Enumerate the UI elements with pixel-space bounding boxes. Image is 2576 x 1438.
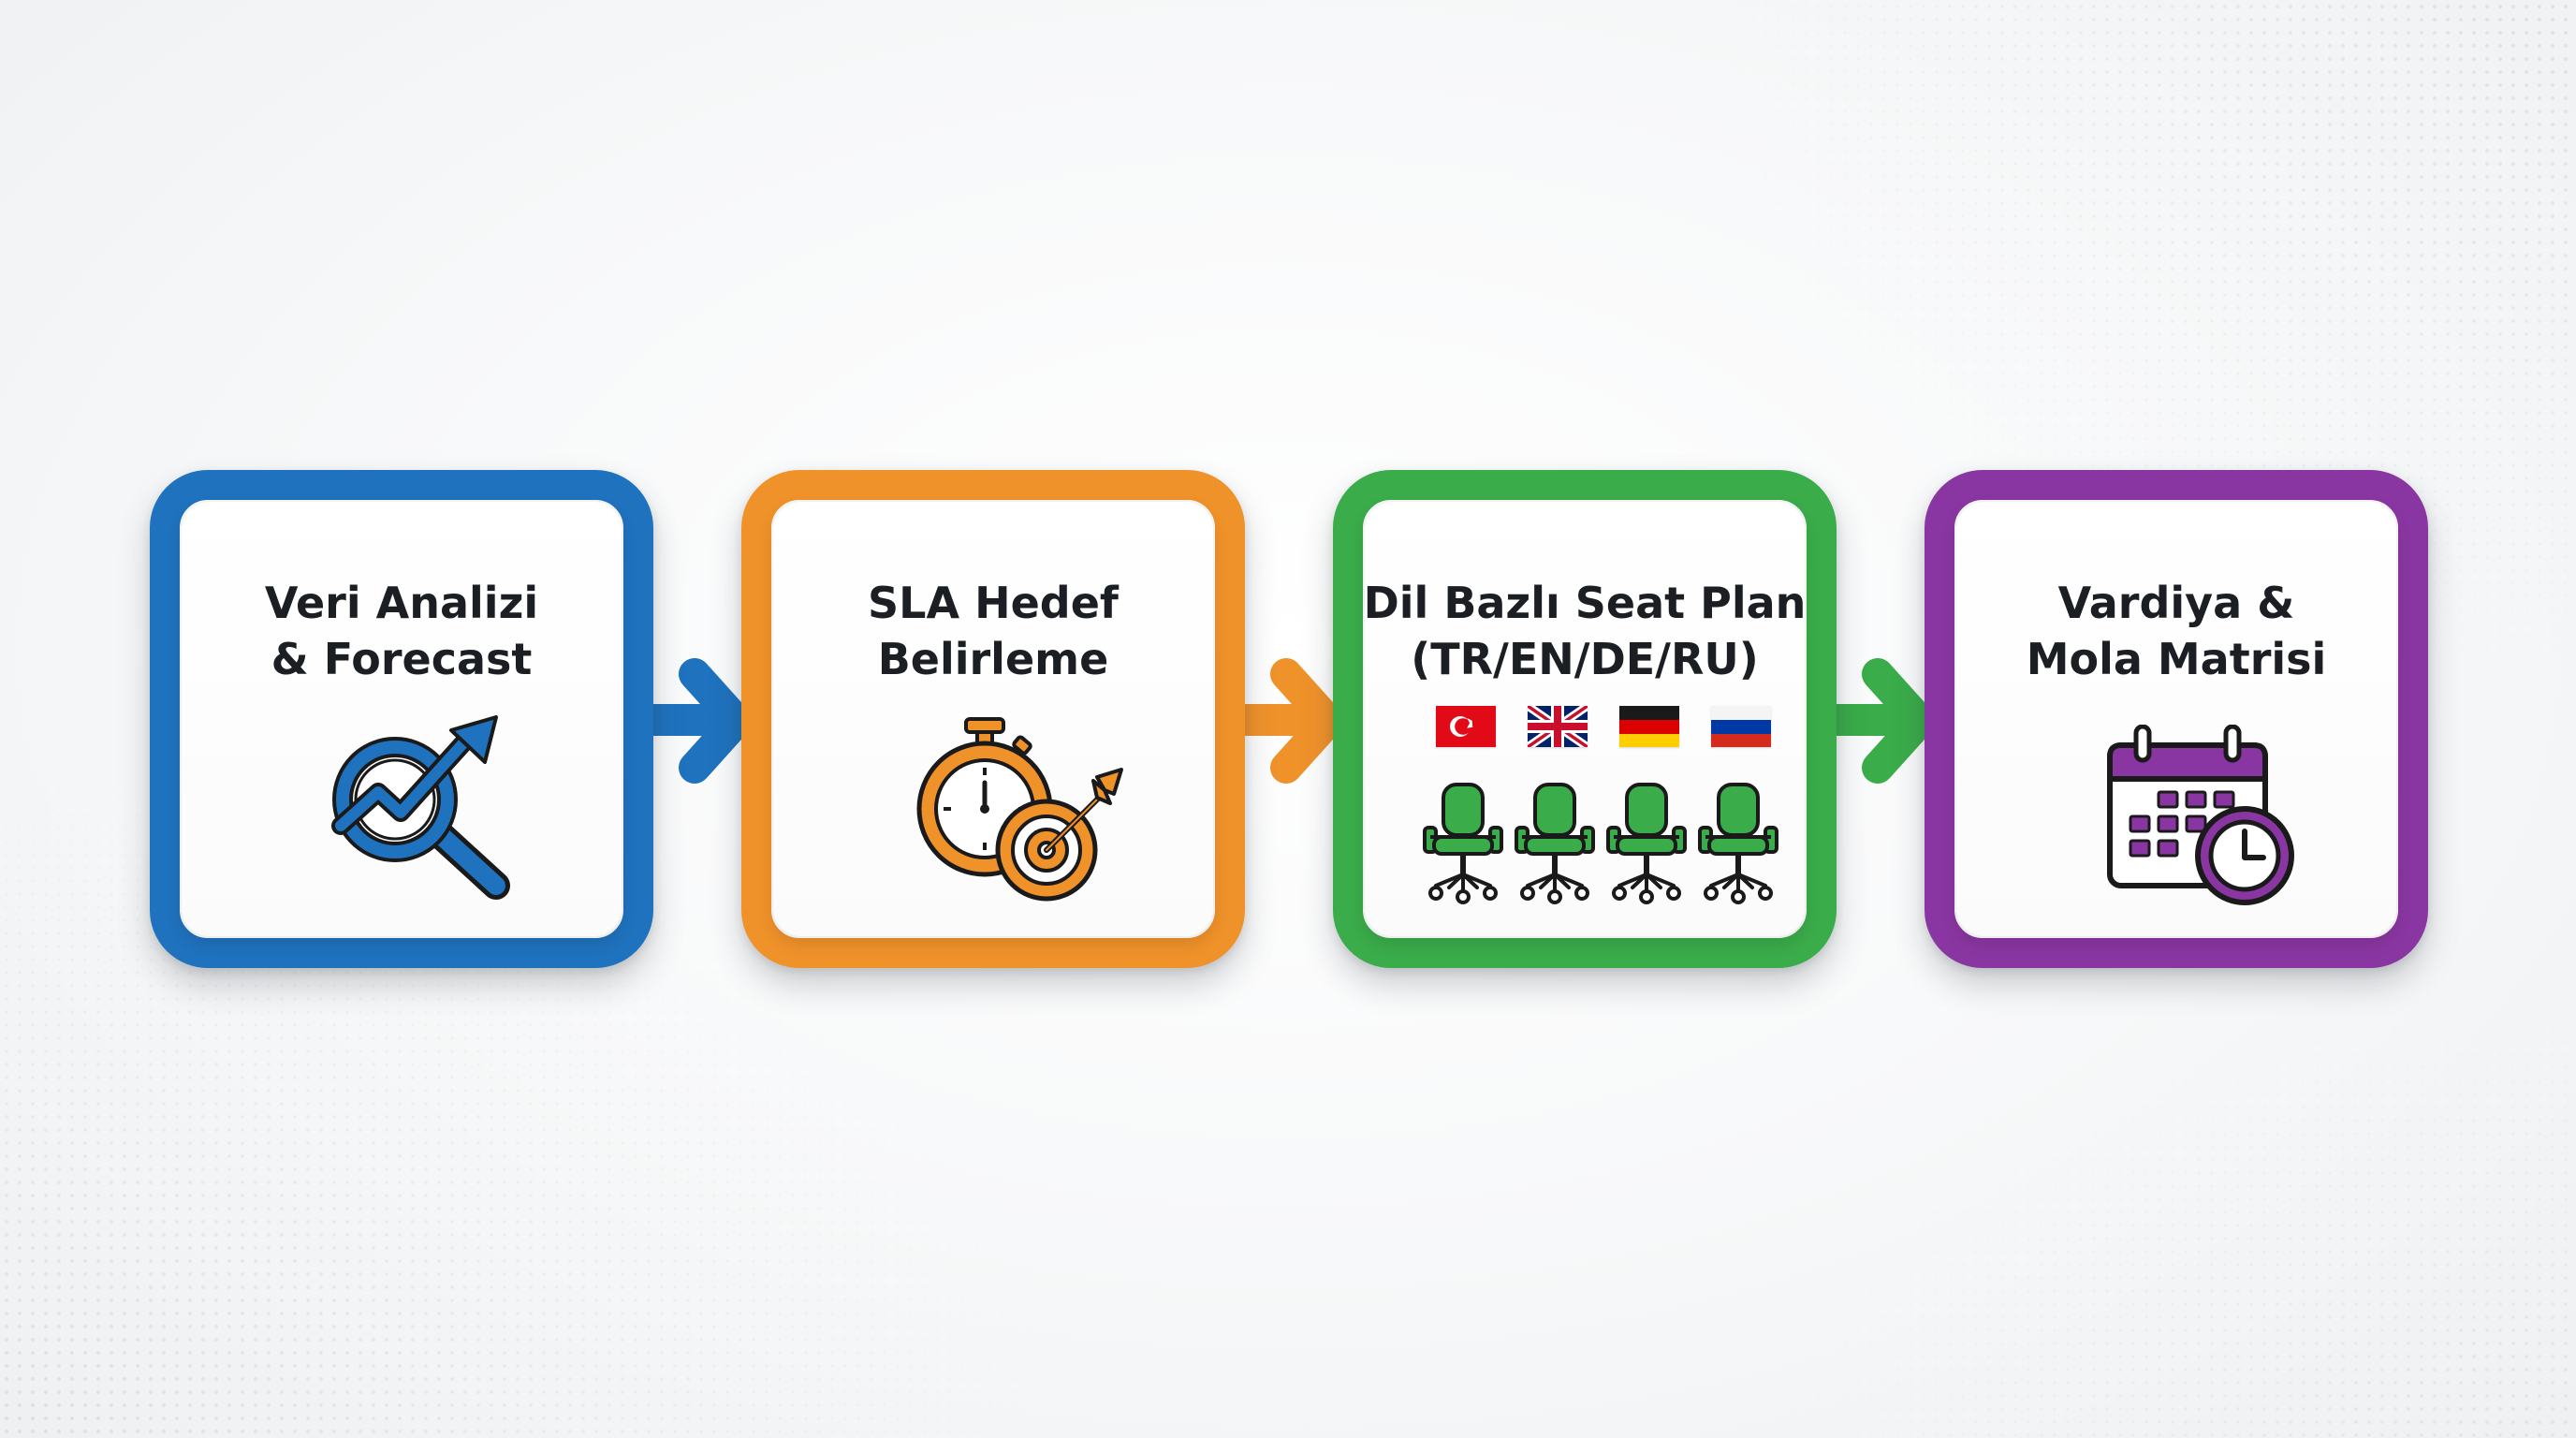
language-flags [1419, 706, 1771, 762]
uk-flag-icon [1528, 706, 1588, 747]
step-title: SLA Hedef Belirleme [771, 575, 1215, 687]
step-title-line-1: Vardiya & [2057, 578, 2295, 628]
step-title-line-2: Belirleme [877, 634, 1109, 684]
office-chair-icon [1606, 783, 1687, 904]
step-title: Dil Bazlı Seat Plan (TR/EN/DE/RU) [1363, 575, 1807, 687]
step-title: Vardiya & Mola Matrisi [1954, 575, 2398, 687]
step-title-line-2: & Forecast [271, 634, 533, 684]
step-card-sla-target: SLA Hedef Belirleme [741, 470, 1245, 968]
step-card-seat-plan: Dil Bazlı Seat Plan (TR/EN/DE/RU) [1333, 470, 1837, 968]
dot-pattern-bottom-right [1734, 970, 2576, 1438]
step-title-line-1: SLA Hedef [868, 578, 1119, 628]
step-title: Veri Analizi & Forecast [180, 575, 623, 687]
seat-chairs [1419, 781, 1808, 912]
office-chair-icon [1515, 783, 1595, 904]
right-arrow-icon [648, 658, 753, 784]
step-card-inner: Dil Bazlı Seat Plan (TR/EN/DE/RU) [1363, 500, 1807, 938]
turkey-flag-icon [1436, 706, 1496, 747]
step-title-line-1: Dil Bazlı Seat Plan [1363, 578, 1807, 628]
step-card-data-analysis: Veri Analizi & Forecast [150, 470, 653, 968]
stopwatch-target-icon [916, 717, 1123, 902]
russia-flag-icon [1711, 706, 1771, 747]
step-card-inner: Veri Analizi & Forecast [180, 500, 623, 938]
calendar-clock-icon [2107, 725, 2294, 905]
germany-flag-icon [1619, 706, 1679, 747]
step-title-line-1: Veri Analizi [264, 578, 539, 628]
step-card-inner: Vardiya & Mola Matrisi [1954, 500, 2398, 938]
right-arrow-icon [1239, 658, 1344, 784]
step-card-shift-break-matrix: Vardiya & Mola Matrisi [1925, 470, 2428, 968]
step-card-inner: SLA Hedef Belirleme [771, 500, 1215, 938]
office-chair-icon [1698, 783, 1778, 904]
step-title-line-2: (TR/EN/DE/RU) [1411, 634, 1759, 684]
office-chair-icon [1423, 783, 1503, 904]
magnifier-trend-chart-icon [331, 715, 510, 900]
step-title-line-2: Mola Matrisi [2026, 634, 2327, 684]
right-arrow-icon [1831, 658, 1936, 784]
